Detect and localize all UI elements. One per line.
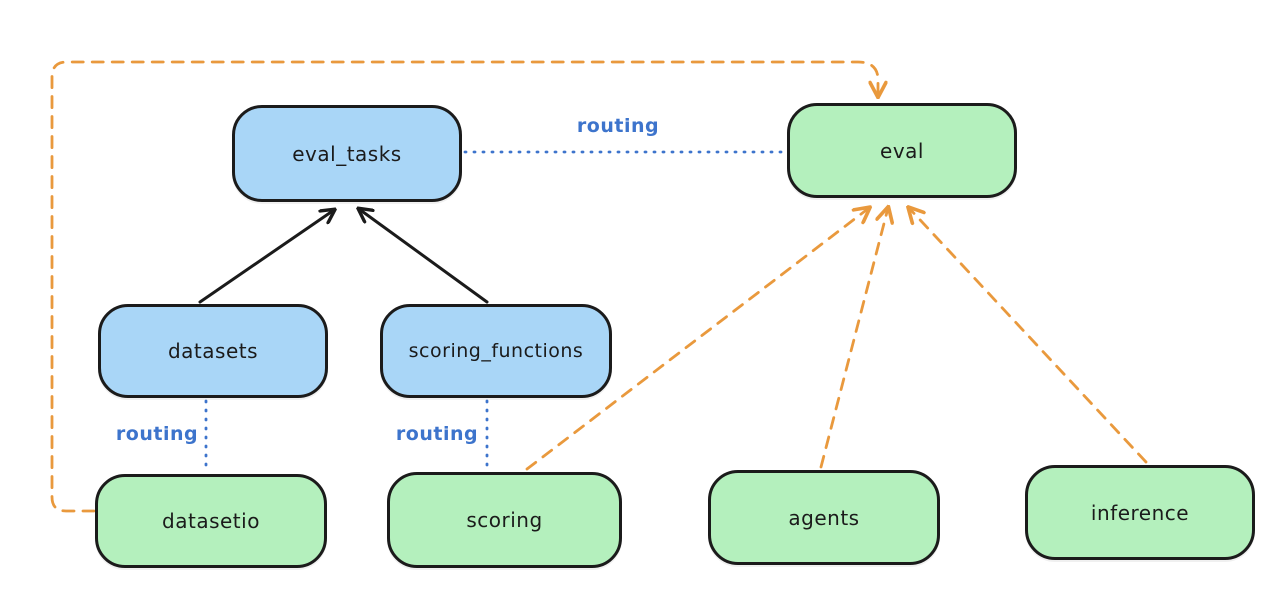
edge-datasets-to-eval_tasks <box>198 210 334 304</box>
node-datasets-label: datasets <box>167 339 259 363</box>
routing-label-datasets-datasetio: routing <box>115 423 199 445</box>
routing-label-scoring_functions-scoring: routing <box>395 423 479 445</box>
edge-datasetio-to-eval-loop <box>50 60 878 513</box>
edge-scoring-to-eval <box>525 208 869 471</box>
node-agents-label: agents <box>788 505 860 530</box>
node-eval-label: eval <box>880 138 924 163</box>
node-scoring: scoring <box>387 472 622 568</box>
node-scoring-functions: scoring_functions <box>380 304 612 398</box>
node-datasets: datasets <box>98 304 328 398</box>
edge-scoring_functions-to-eval_tasks <box>359 209 489 304</box>
node-datasetio-label: datasetio <box>162 509 260 533</box>
node-inference: inference <box>1025 465 1255 560</box>
node-agents: agents <box>708 470 940 565</box>
edge-agents-to-eval <box>819 208 888 469</box>
node-inference-label: inference <box>1090 500 1190 525</box>
node-scoring-label: scoring <box>466 508 543 532</box>
node-eval-tasks-label: eval_tasks <box>292 141 402 166</box>
node-eval: eval <box>787 103 1017 198</box>
edge-inference-to-eval <box>909 208 1148 464</box>
node-scoring-functions-label: scoring_functions <box>408 340 584 362</box>
node-eval-tasks: eval_tasks <box>232 105 462 202</box>
routing-label-eval_tasks-eval: routing <box>576 115 660 137</box>
node-datasetio: datasetio <box>95 474 327 568</box>
